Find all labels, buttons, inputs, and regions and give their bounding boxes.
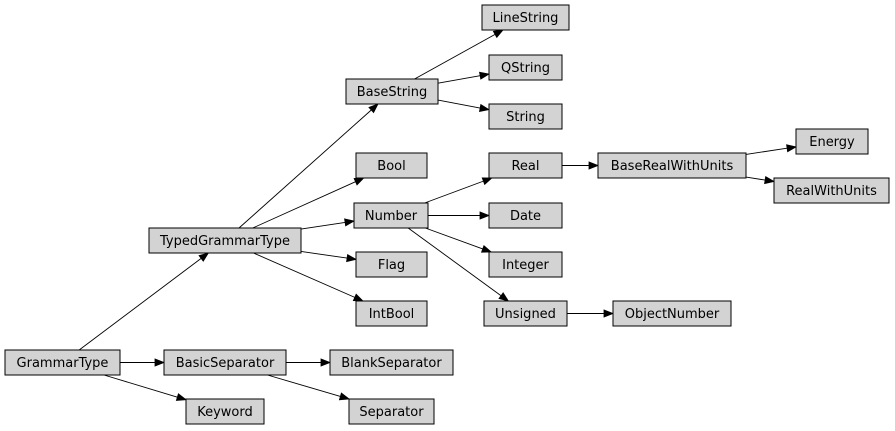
edge-typed_grammar_type-to-int_bool <box>253 252 355 298</box>
node-object-number[interactable]: ObjectNumber <box>612 300 732 327</box>
arrowhead-number-to-integer <box>480 244 493 253</box>
node-label: Keyword <box>197 405 253 420</box>
node-typed-grammar-type[interactable]: TypedGrammarType <box>148 227 302 254</box>
edge-base_real_with_units-to-energy <box>745 147 788 155</box>
arrowhead-base_string-to-qstring <box>479 71 491 80</box>
arrowhead-number-to-unsigned <box>498 292 510 302</box>
node-real-with-units[interactable]: RealWithUnits <box>773 177 890 204</box>
edge-basic_separator-to-separator <box>267 374 341 397</box>
node-separator[interactable]: Separator <box>348 398 435 425</box>
node-label: BlankSeparator <box>341 356 442 371</box>
arrowhead-grammar_type-to-typed_grammar_type <box>198 252 210 262</box>
node-label: Energy <box>809 135 855 150</box>
node-blank-separator[interactable]: BlankSeparator <box>329 349 454 376</box>
node-base-string[interactable]: BaseString <box>345 78 439 105</box>
arrowhead-base_real_with_units-to-real_with_units <box>764 175 776 185</box>
edge-number-to-real <box>424 180 484 204</box>
node-bool[interactable]: Bool <box>355 152 428 179</box>
arrowhead-unsigned-to-object_number <box>603 309 615 318</box>
node-grammar-type[interactable]: GrammarType <box>4 349 121 376</box>
edge-number-to-unsigned <box>407 227 502 297</box>
node-integer[interactable]: Integer <box>488 251 563 278</box>
arrowhead-grammar_type-to-basic_separator <box>154 358 166 367</box>
edge-typed_grammar_type-to-bool <box>252 181 356 229</box>
node-label: String <box>506 110 545 125</box>
node-label: Real <box>511 159 539 174</box>
nodes-layer: GrammarType TypedGrammarType BasicSepara… <box>4 4 890 425</box>
edge-base_string-to-qstring <box>437 75 481 84</box>
edge-typed_grammar_type-to-flag <box>300 251 348 259</box>
node-label: Unsigned <box>495 307 556 322</box>
arrowhead-grammar_type-to-keyword <box>175 393 188 401</box>
edge-typed_grammar_type-to-base_string <box>238 109 372 229</box>
node-basic-separator[interactable]: BasicSeparator <box>163 349 287 376</box>
edge-grammar_type-to-keyword <box>103 374 178 398</box>
edge-number-to-integer <box>425 227 483 250</box>
node-label: GrammarType <box>17 356 109 371</box>
node-label: QString <box>501 61 550 76</box>
node-label: Separator <box>359 405 424 420</box>
edge-typed_grammar_type-to-number <box>300 221 346 230</box>
node-keyword[interactable]: Keyword <box>185 398 265 425</box>
node-label: TypedGrammarType <box>159 234 290 249</box>
node-label: Bool <box>377 159 405 174</box>
arrowhead-base_string-to-line_string <box>492 29 504 39</box>
node-real[interactable]: Real <box>488 152 563 179</box>
node-qstring[interactable]: QString <box>488 54 563 81</box>
node-label: Flag <box>378 258 405 273</box>
node-label: Number <box>365 209 418 224</box>
arrowhead-typed_grammar_type-to-bool <box>353 177 365 186</box>
node-base-real-with-units[interactable]: BaseRealWithUnits <box>597 152 747 179</box>
node-energy[interactable]: Energy <box>795 128 869 155</box>
arrowhead-typed_grammar_type-to-int_bool <box>352 293 365 302</box>
node-string[interactable]: String <box>488 103 563 130</box>
arrowhead-base_real_with_units-to-energy <box>786 144 798 153</box>
arrowhead-typed_grammar_type-to-flag <box>346 253 358 263</box>
node-label: Date <box>510 209 541 224</box>
node-date[interactable]: Date <box>488 202 563 229</box>
node-label: IntBool <box>369 307 415 322</box>
node-line-string[interactable]: LineString <box>481 4 570 31</box>
arrowhead-real-to-base_real_with_units <box>588 161 600 170</box>
edge-base_string-to-string <box>437 99 481 109</box>
node-unsigned[interactable]: Unsigned <box>483 300 568 327</box>
edge-base_real_with_units-to-real_with_units <box>745 176 766 181</box>
edges-layer <box>78 29 798 401</box>
node-label: BaseString <box>357 85 427 100</box>
edge-base_string-to-line_string <box>414 33 496 80</box>
node-label: BasicSeparator <box>176 356 275 371</box>
arrowhead-typed_grammar_type-to-base_string <box>368 103 379 114</box>
arrowhead-number-to-real <box>481 177 493 186</box>
edge-grammar_type-to-typed_grammar_type <box>78 258 202 351</box>
node-number[interactable]: Number <box>353 202 429 229</box>
node-label: ObjectNumber <box>625 307 720 322</box>
arrowhead-base_string-to-string <box>479 103 491 112</box>
node-label: RealWithUnits <box>786 184 877 199</box>
arrowhead-number-to-date <box>479 211 491 220</box>
arrowhead-basic_separator-to-separator <box>338 392 351 401</box>
node-flag[interactable]: Flag <box>355 251 428 278</box>
node-label: BaseRealWithUnits <box>611 159 734 174</box>
node-label: LineString <box>493 11 559 26</box>
node-label: Integer <box>502 258 549 273</box>
arrowhead-typed_grammar_type-to-number <box>344 218 356 227</box>
node-int-bool[interactable]: IntBool <box>355 300 428 327</box>
arrowhead-basic_separator-to-blank_separator <box>320 358 332 367</box>
